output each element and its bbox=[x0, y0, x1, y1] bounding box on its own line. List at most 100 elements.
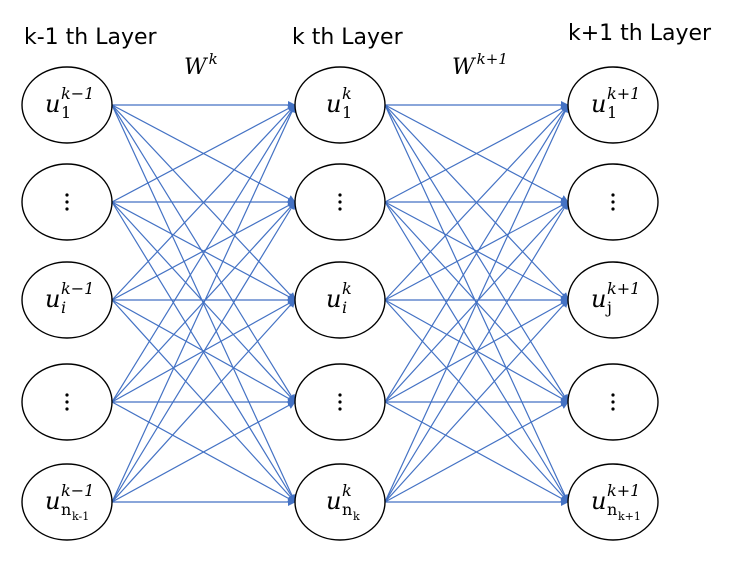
edge-1-3-1 bbox=[384, 201, 569, 403]
node-circle bbox=[567, 261, 659, 339]
edge-0-4-0 bbox=[111, 104, 296, 503]
node-symbol: u bbox=[591, 487, 606, 515]
ellipsis-dot bbox=[338, 207, 342, 211]
ellipsis-dot bbox=[338, 393, 342, 397]
node-subscript: 1 bbox=[61, 103, 71, 122]
node-superscript: k+1 bbox=[607, 279, 640, 298]
node-circle bbox=[21, 261, 113, 339]
node-subscript: 1 bbox=[342, 103, 352, 122]
node-superscript: k+1 bbox=[607, 481, 640, 500]
ellipsis-dot bbox=[611, 407, 615, 411]
node-symbol: u bbox=[591, 285, 606, 313]
layer-title-next: k+1 th Layer bbox=[568, 21, 712, 46]
node-symbol: u bbox=[326, 90, 341, 118]
ellipsis-dot bbox=[338, 407, 342, 411]
edge-0-4-3 bbox=[111, 401, 296, 503]
node-subscript: j bbox=[605, 298, 612, 317]
node-sub-subscript: k-1 bbox=[72, 510, 89, 523]
ellipsis-dot bbox=[611, 400, 615, 404]
weight-symbol: W bbox=[184, 55, 209, 80]
node-circle bbox=[294, 261, 386, 339]
node-superscript: k−1 bbox=[61, 84, 94, 103]
node-superscript: k bbox=[342, 481, 352, 500]
ellipsis-dot bbox=[611, 393, 615, 397]
node-symbol: u bbox=[45, 90, 60, 118]
node-superscript: k+1 bbox=[607, 84, 640, 103]
node-symbol: u bbox=[326, 285, 341, 313]
node-0-1 bbox=[21, 163, 113, 241]
node-2-3 bbox=[567, 363, 659, 441]
ellipsis-dot bbox=[65, 207, 69, 211]
node-subscript: i bbox=[61, 298, 66, 317]
edge-1-4-1 bbox=[384, 201, 569, 503]
edges-group bbox=[111, 101, 569, 506]
node-1-1 bbox=[294, 163, 386, 241]
ellipsis-dot bbox=[65, 400, 69, 404]
node-subscript: n bbox=[607, 500, 617, 519]
weight-sup: k+1 bbox=[477, 50, 508, 68]
node-sub-subscript: k+1 bbox=[618, 510, 641, 523]
edge-0-4-2 bbox=[111, 299, 296, 503]
ellipsis-dot bbox=[611, 193, 615, 197]
node-2-1 bbox=[567, 163, 659, 241]
edge-1-3-0 bbox=[384, 104, 569, 403]
node-subscript: n bbox=[61, 500, 71, 519]
node-sub-subscript: k bbox=[353, 510, 360, 523]
layer-title-prev: k-1 th Layer bbox=[24, 25, 158, 50]
edge-0-3-0 bbox=[111, 104, 296, 403]
node-subscript: n bbox=[342, 500, 352, 519]
node-symbol: u bbox=[326, 487, 341, 515]
node-symbol: u bbox=[591, 90, 606, 118]
ellipsis-dot bbox=[611, 200, 615, 204]
edge-1-2-1 bbox=[384, 201, 569, 301]
node-superscript: k bbox=[342, 84, 352, 103]
node-circle bbox=[21, 463, 113, 541]
node-circle bbox=[294, 66, 386, 144]
node-circle bbox=[567, 66, 659, 144]
edge-0-1-0 bbox=[111, 104, 296, 203]
weight-symbol: W bbox=[452, 55, 477, 80]
node-symbol: u bbox=[45, 487, 60, 515]
node-0-3 bbox=[21, 363, 113, 441]
edge-0-2-1 bbox=[111, 201, 296, 301]
edge-1-1-0 bbox=[384, 104, 569, 203]
edge-1-4-3 bbox=[384, 401, 569, 503]
node-subscript: 1 bbox=[607, 103, 617, 122]
node-circle bbox=[294, 463, 386, 541]
ellipsis-dot bbox=[611, 207, 615, 211]
node-superscript: k−1 bbox=[61, 279, 94, 298]
ellipsis-dot bbox=[338, 200, 342, 204]
ellipsis-dot bbox=[65, 200, 69, 204]
node-superscript: k−1 bbox=[61, 481, 94, 500]
node-circle bbox=[567, 463, 659, 541]
node-circle bbox=[21, 66, 113, 144]
node-subscript: i bbox=[342, 298, 347, 317]
ellipsis-dot bbox=[65, 407, 69, 411]
layer-title-current: k th Layer bbox=[292, 25, 404, 50]
ellipsis-dot bbox=[65, 393, 69, 397]
ellipsis-dot bbox=[338, 193, 342, 197]
edge-0-2-0 bbox=[111, 104, 296, 301]
edge-1-2-0 bbox=[384, 104, 569, 301]
node-superscript: k bbox=[342, 279, 352, 298]
edge-0-3-1 bbox=[111, 201, 296, 403]
ellipsis-dot bbox=[338, 400, 342, 404]
node-symbol: u bbox=[45, 285, 60, 313]
weight-sup: k bbox=[209, 50, 218, 68]
edge-0-4-1 bbox=[111, 201, 296, 503]
edge-1-4-2 bbox=[384, 299, 569, 503]
edge-1-4-0 bbox=[384, 104, 569, 503]
